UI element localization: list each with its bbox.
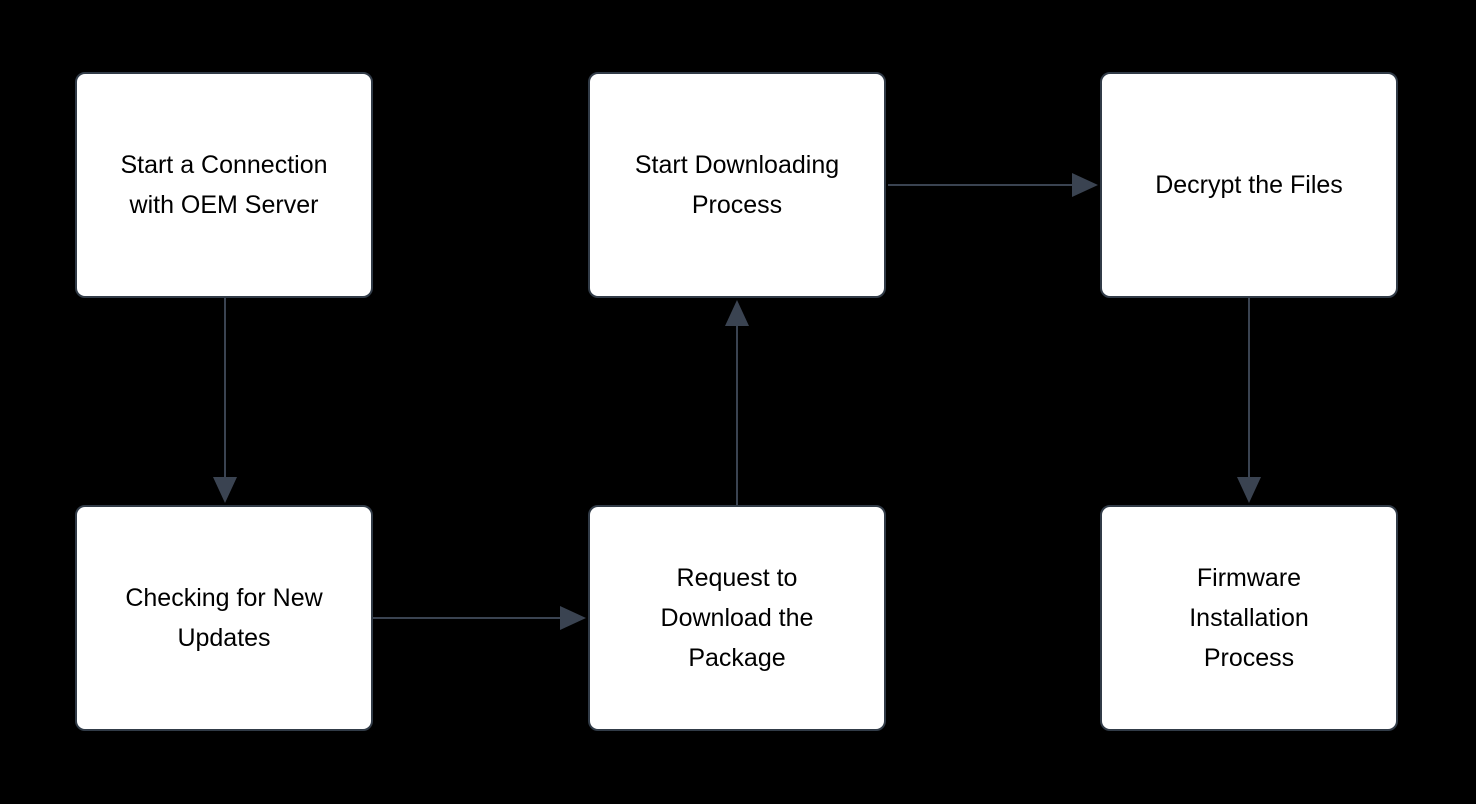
arrowhead-right-icon	[1072, 173, 1098, 197]
node-label: Decrypt the Files	[1155, 171, 1343, 199]
edge-decrypt-files-to-firmware-install	[1237, 298, 1261, 503]
edge-request-download-to-start-downloading	[725, 300, 749, 505]
node-check-updates: Checking for New Updates	[75, 505, 373, 731]
node-start-downloading: Start Downloading Process	[588, 72, 886, 298]
node-label: Request to Download the Package	[660, 564, 814, 672]
edge-check-updates-to-request-download	[373, 606, 586, 630]
arrowhead-right-icon	[560, 606, 586, 630]
node-label: Firmware Installation Process	[1189, 564, 1309, 672]
node-decrypt-files: Decrypt the Files	[1100, 72, 1398, 298]
arrowhead-up-icon	[725, 300, 749, 326]
node-label: Checking for New Updates	[125, 584, 323, 652]
node-label: Start Downloading Process	[634, 151, 840, 219]
arrowhead-down-icon	[213, 477, 237, 503]
node-start-connection: Start a Connection with OEM Server	[75, 72, 373, 298]
node-firmware-install: Firmware Installation Process	[1100, 505, 1398, 731]
node-label: Start a Connection with OEM Server	[120, 151, 328, 219]
edge-start-connection-to-check-updates	[213, 298, 237, 503]
arrowhead-down-icon	[1237, 477, 1261, 503]
edge-start-downloading-to-decrypt-files	[888, 173, 1098, 197]
node-request-download: Request to Download the Package	[588, 505, 886, 731]
